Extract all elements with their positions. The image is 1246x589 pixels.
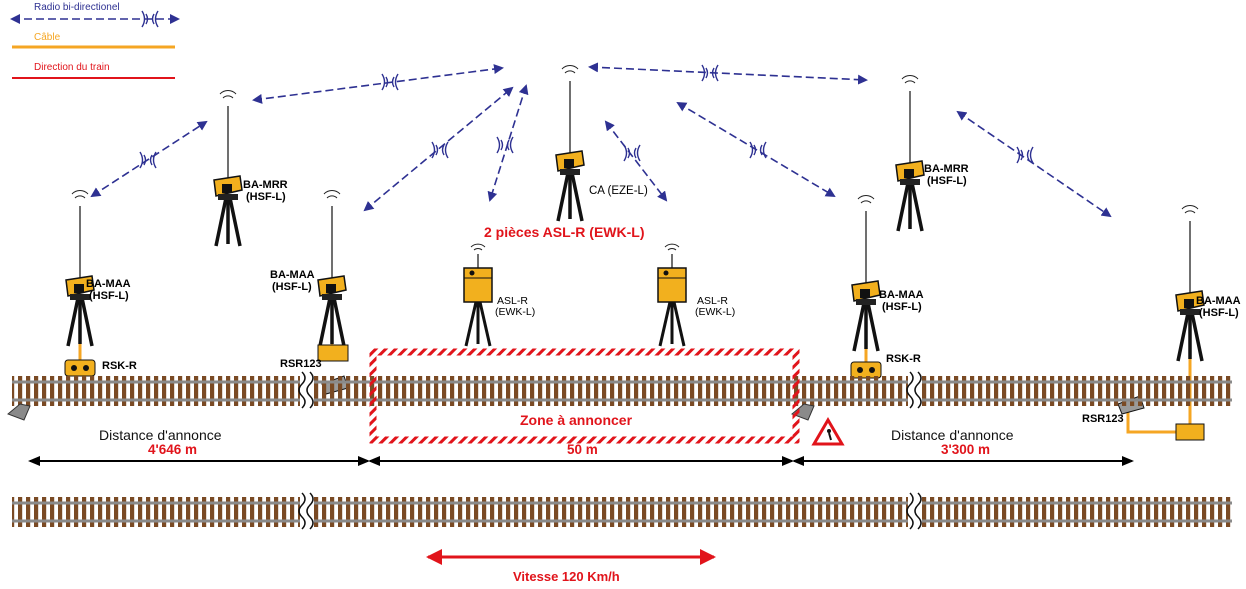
device-name: BA-MAA [270, 269, 315, 281]
radio-wave-icon [1016, 146, 1034, 164]
device-name: ASL-R [697, 295, 728, 307]
zone-hatched-border [369, 348, 800, 444]
ba-maa-right2-device [1174, 203, 1206, 363]
main-track [12, 371, 1232, 410]
device-name: BA-MAA [879, 289, 924, 301]
horn-left [7, 403, 31, 421]
ba-maa-left2-device [316, 188, 348, 348]
radio-link [363, 86, 514, 212]
rsk-sensor-left [64, 359, 96, 377]
ba-maa-right-device [850, 193, 882, 353]
rsk-right-label: RSK-R [886, 353, 921, 365]
radio-wave-icon [431, 141, 449, 159]
device-code: (HSF-L) [246, 190, 286, 203]
worker-warning-icon [811, 417, 845, 446]
legend-direction-label: Direction du train [34, 62, 110, 73]
radio-wave-icon [749, 141, 767, 159]
ca-device [554, 63, 586, 223]
zone-label-bg [508, 410, 656, 432]
distance-middle-value: 50 m [567, 442, 598, 457]
distance-left-value: 4'646 m [148, 442, 197, 457]
speed-label: Vitesse 120 Km/h [513, 569, 620, 584]
rsr-right-label: RSR123 [1082, 413, 1124, 425]
legend-radio-label: Radio bi-directionel [34, 2, 120, 13]
ca-label: CA (EZE-L) [589, 185, 648, 197]
device-code: (HSF-L) [882, 300, 922, 313]
radio-link [487, 84, 529, 202]
ba-maa-right2-label: BA-MAA (HSF-L) [1196, 295, 1241, 319]
radio-link [90, 120, 208, 198]
distance-left-label: Distance d'annonce [99, 427, 222, 443]
ba-mrr-left-device [212, 88, 244, 248]
device-name: BA-MRR [924, 163, 969, 175]
distance-right-value: 3'300 m [941, 442, 990, 457]
device-code: (EWK-L) [495, 306, 536, 319]
device-code: (HSF-L) [1199, 306, 1239, 319]
device-code: (HSF-L) [89, 289, 129, 302]
cable [1126, 410, 1178, 434]
rsk-sensor-right [850, 361, 882, 379]
radio-link [956, 110, 1112, 218]
ba-mrr-right-device [894, 73, 926, 233]
rsr-junction-box [317, 344, 349, 362]
ba-maa-left-label: BA-MAA (HSF-L) [86, 278, 131, 302]
legend [10, 10, 180, 79]
rsr-left-label: RSR123 [280, 358, 322, 370]
device-name: BA-MAA [1196, 295, 1241, 307]
device-code: (EWK-L) [695, 306, 736, 319]
radio-wave-icon [623, 144, 641, 162]
asl-r-device-2 [656, 242, 688, 348]
distance-right-label: Distance d'annonce [891, 427, 1014, 443]
radio-link [604, 120, 668, 202]
ba-mrr-left-label: BA-MRR (HSF-L) [243, 179, 288, 203]
device-code: (HSF-L) [272, 280, 312, 293]
ba-maa-right-label: BA-MAA (HSF-L) [879, 289, 924, 313]
rsr-junction-box [1175, 423, 1205, 441]
device-name: BA-MRR [243, 179, 288, 191]
asl-r-label-2: ASL-R (EWK-L) [695, 295, 736, 319]
radio-link [588, 62, 868, 85]
device-name: BA-MAA [86, 278, 131, 290]
radio-links [90, 62, 1112, 218]
device-code: (HSF-L) [927, 174, 967, 187]
device-name: ASL-R [497, 295, 528, 307]
rsk-left-label: RSK-R [102, 360, 137, 372]
radio-link [252, 64, 504, 104]
ba-maa-left-device [64, 188, 96, 348]
asl-title: 2 pièces ASL-R (EWK-L) [484, 224, 645, 240]
asl-r-device-1 [462, 242, 494, 348]
second-track [12, 492, 1232, 531]
zone-label: Zone à annoncer [520, 412, 633, 428]
ba-mrr-right-label: BA-MRR (HSF-L) [924, 163, 969, 187]
asl-r-label-1: ASL-R (EWK-L) [495, 295, 536, 319]
legend-cable-label: Câble [34, 32, 61, 43]
ba-maa-left2-label: BA-MAA (HSF-L) [270, 269, 315, 293]
